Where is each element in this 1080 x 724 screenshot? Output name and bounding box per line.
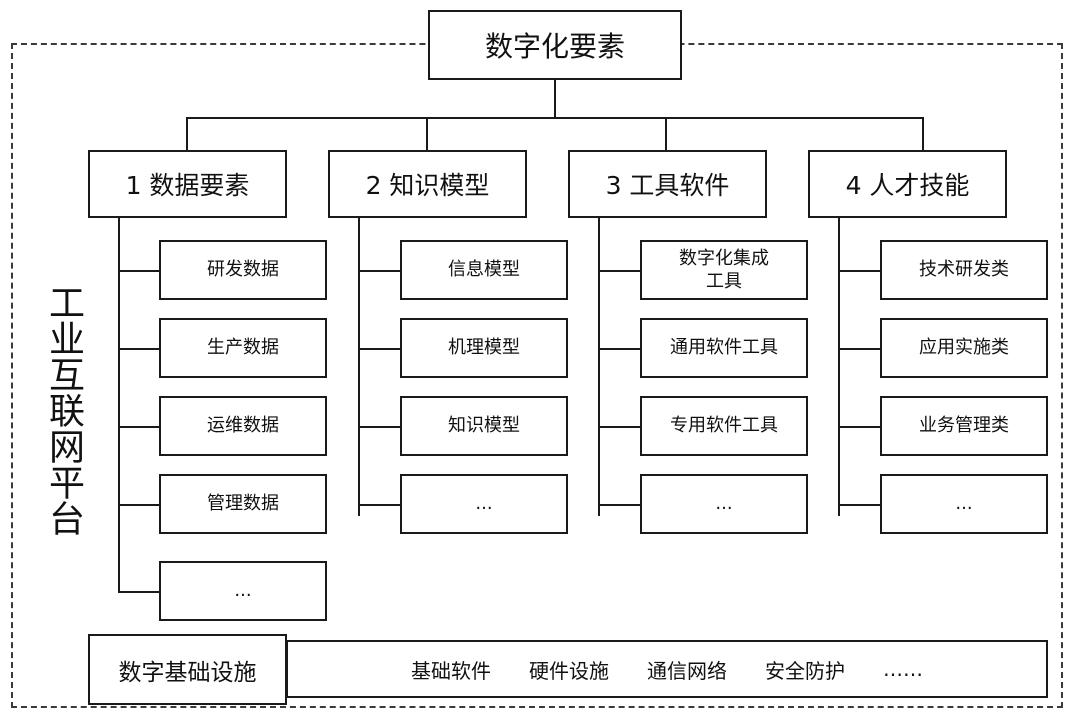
infrastructure-items-list: 基础软件 硬件设施 通信网络 安全防护 …… [411, 655, 923, 684]
root-trunk-connector [554, 80, 557, 118]
column-stub-4-4 [838, 504, 881, 507]
leaf-box-3-3: 专用软件工具 [640, 396, 808, 456]
leaf-box-4-2: 应用实施类 [880, 318, 1048, 378]
distribution-bus-connector [186, 117, 923, 120]
column-stub-1-3 [118, 426, 161, 429]
column-stub-1-4 [118, 504, 161, 507]
leaf-box-3-1: 数字化集成 工具 [640, 240, 808, 300]
leaf-box-1-5: ... [159, 561, 327, 621]
category-box-1: 1 数据要素 [88, 150, 287, 218]
platform-vertical-label: 工业互联网平台 [43, 284, 84, 536]
leaf-box-2-3: 知识模型 [400, 396, 568, 456]
column-stub-2-2 [358, 348, 401, 351]
leaf-box-2-1: 信息模型 [400, 240, 568, 300]
leaf-box-4-3: 业务管理类 [880, 396, 1048, 456]
column-stub-1-5 [118, 591, 161, 594]
column-stub-2-1 [358, 270, 401, 273]
leaf-box-3-2: 通用软件工具 [640, 318, 808, 378]
column-spine-3 [598, 218, 601, 516]
column-stub-4-3 [838, 426, 881, 429]
infrastructure-item-3: 安全防护 [765, 658, 845, 683]
column-stub-1-1 [118, 270, 161, 273]
column-stub-4-1 [838, 270, 881, 273]
leaf-box-2-4: ... [400, 474, 568, 534]
category-box-2: 2 知识模型 [328, 150, 527, 218]
leaf-box-1-3: 运维数据 [159, 396, 327, 456]
infrastructure-item-0: 基础软件 [411, 658, 491, 683]
infrastructure-label-box: 数字基础设施 [88, 634, 287, 705]
infrastructure-item-2: 通信网络 [647, 658, 727, 683]
leaf-box-3-4: ... [640, 474, 808, 534]
column-stub-3-4 [598, 504, 641, 507]
column-stub-3-2 [598, 348, 641, 351]
branch-drop-2 [426, 117, 429, 150]
leaf-box-1-1: 研发数据 [159, 240, 327, 300]
column-stub-4-2 [838, 348, 881, 351]
category-box-3: 3 工具软件 [568, 150, 767, 218]
column-stub-1-2 [118, 348, 161, 351]
branch-drop-1 [186, 117, 189, 150]
infrastructure-item-4: …… [883, 657, 923, 681]
column-stub-3-1 [598, 270, 641, 273]
infrastructure-item-1: 硬件设施 [529, 658, 609, 683]
column-spine-2 [358, 218, 361, 516]
leaf-box-4-1: 技术研发类 [880, 240, 1048, 300]
column-stub-3-3 [598, 426, 641, 429]
infrastructure-items-bar: 基础软件 硬件设施 通信网络 安全防护 …… [286, 640, 1048, 698]
branch-drop-4 [922, 117, 925, 150]
leaf-box-1-4: 管理数据 [159, 474, 327, 534]
column-spine-1 [118, 218, 121, 593]
root-node-digital-elements: 数字化要素 [428, 10, 682, 80]
branch-drop-3 [665, 117, 668, 150]
leaf-box-1-2: 生产数据 [159, 318, 327, 378]
leaf-box-4-4: ... [880, 474, 1048, 534]
category-box-4: 4 人才技能 [808, 150, 1007, 218]
leaf-box-2-2: 机理模型 [400, 318, 568, 378]
column-spine-4 [838, 218, 841, 516]
column-stub-2-3 [358, 426, 401, 429]
column-stub-2-4 [358, 504, 401, 507]
